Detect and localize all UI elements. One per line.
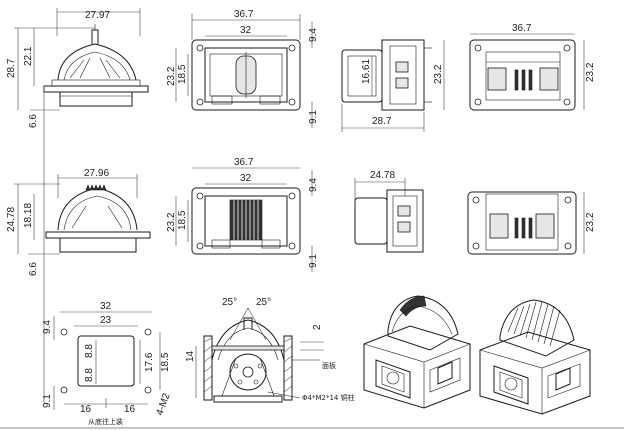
view-side-1: 16.61 23.2 28.7 [341, 39, 445, 132]
dim-inner: 23 [100, 315, 112, 326]
dim-right-2: 18.5 [160, 352, 171, 372]
dim-top-width: 27.97 [85, 10, 110, 21]
angle-left: 25° [222, 297, 237, 308]
dim-top-width: 27.96 [84, 168, 109, 179]
dim-inner-width: 32 [240, 25, 252, 36]
dim-h1: 23.2 [166, 212, 177, 232]
dim-h2: 18.5 [177, 64, 188, 84]
screw-spec: 4-M2 [154, 391, 172, 417]
dim-gap-1: 6.6 [28, 114, 39, 128]
dim-top-off: 9.4 [308, 28, 319, 42]
dim-gap: 6.6 [28, 262, 39, 276]
view-cross-section: 25° 25° 14 2 面板 Φ4*M2*14 [185, 297, 355, 403]
dim-total: 24.78 [6, 207, 17, 232]
dim-width: 36.7 [234, 9, 254, 20]
dim-h1: 8.8 [84, 344, 95, 358]
dim-h1: 23.2 [166, 66, 177, 86]
view-side-profile-2: 27.96 24.78 18.18 6.6 [6, 168, 151, 276]
dim-inner-height: 22.1 [23, 46, 34, 66]
dim-total-height: 28.7 [6, 58, 17, 78]
dim-width: 32 [100, 301, 112, 312]
dim-inner: 18.18 [23, 203, 34, 228]
dim-bot-r: 16 [124, 404, 136, 415]
iso-view-a [363, 295, 471, 409]
dim-width: 36.7 [234, 157, 254, 168]
mount-caption: 从底往上装 [88, 417, 123, 426]
view-side-2: 24.78 [354, 170, 424, 253]
dim-top-off: 9.4 [308, 178, 319, 192]
view-rear-2: 23.2 [467, 191, 596, 255]
dim-width: 28.7 [372, 116, 392, 127]
dim-bot-off: 9.1 [308, 254, 319, 268]
dim-panel-thickness: 2 [312, 324, 323, 330]
dim-height: 23.2 [585, 62, 596, 82]
dim-height: 23.2 [585, 212, 596, 232]
panel-label: 面板 [322, 361, 336, 370]
dim-h2: 8.8 [84, 368, 95, 382]
dim-right-1: 17.6 [144, 352, 155, 372]
dim-h2: 18.5 [177, 210, 188, 230]
dim-left-bot: 9.1 [42, 394, 53, 408]
dim-width: 24.78 [370, 170, 395, 181]
view-hole-pattern: 32 23 9.4 9.1 8.8 8.8 17.6 18.5 16 16 4-… [42, 301, 173, 426]
dim-depth: 14 [185, 350, 196, 362]
view-top-plan-1: 36.7 32 23.2 18.5 9.4 9.1 [166, 9, 319, 128]
angle-right: 25° [256, 297, 271, 308]
dim-inner-h: 16.61 [361, 59, 372, 84]
dim-inner: 32 [240, 173, 252, 184]
dim-height: 23.2 [433, 64, 444, 84]
dim-bot-l: 16 [80, 404, 92, 415]
dim-width: 36.7 [512, 23, 532, 34]
dim-bot-off: 9.1 [308, 110, 319, 124]
dim-left-top: 9.4 [42, 320, 53, 334]
iso-view-b [479, 299, 591, 415]
stud-label: Φ4*M2*14 铜柱 [302, 393, 355, 402]
view-side-profile-1: 27.97 28.7 22.1 [6, 8, 149, 110]
view-rear-1: 36.7 23.2 [469, 23, 596, 111]
view-top-plan-2: 36.7 32 23.2 18.5 9.4 9.1 [166, 157, 319, 272]
